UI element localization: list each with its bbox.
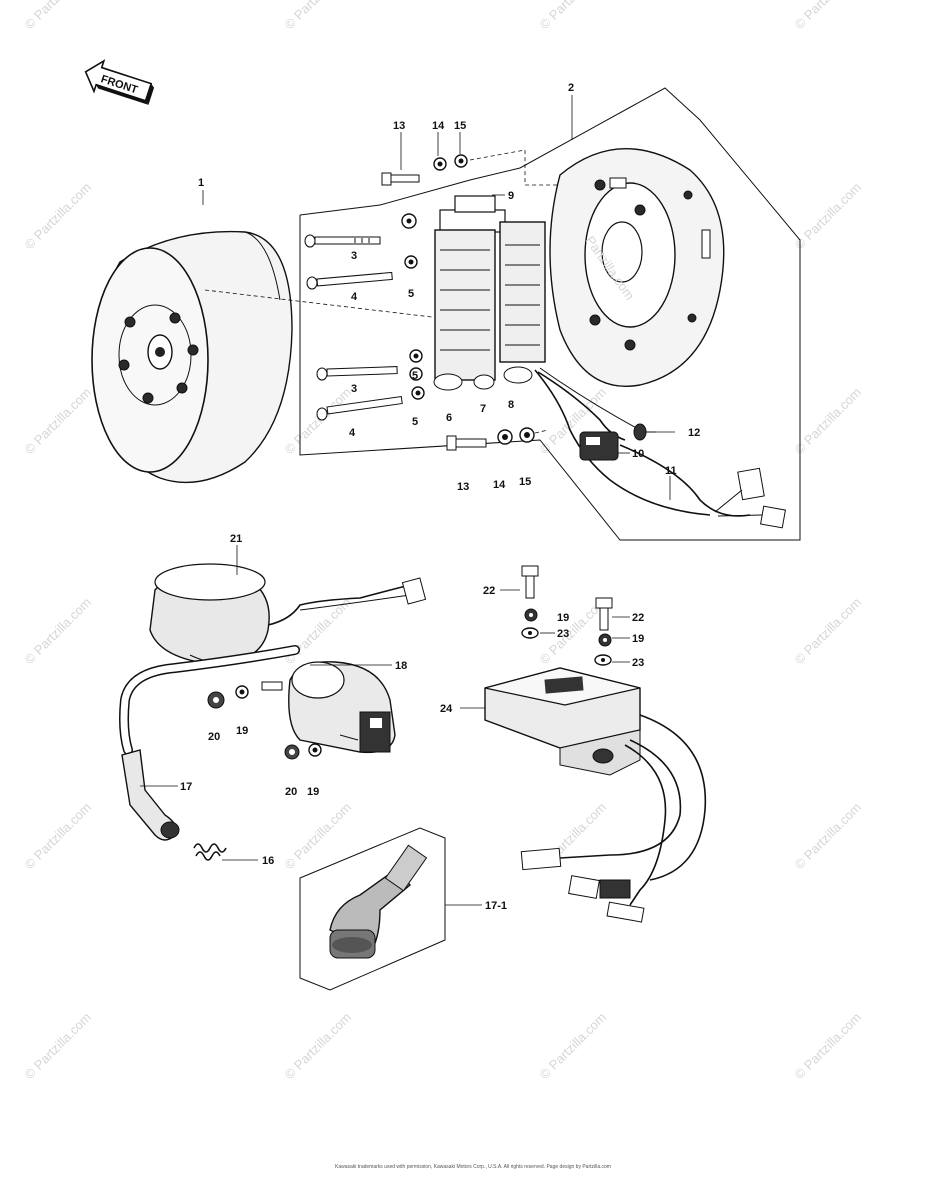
callout-17: 17 [180,781,192,793]
callout-14: 14 [432,120,445,132]
callout-19: 19 [557,612,569,624]
leader-lines [140,95,675,906]
watermark: © Partzilla.com [792,0,865,32]
stator-group-frame [299,87,801,541]
top-screw-set [381,149,560,186]
callout-6: 6 [446,412,452,424]
callout-15: 15 [454,120,466,132]
callout-12: 12 [688,427,700,439]
flywheel-rotor [91,230,441,484]
charging-coils [433,195,711,516]
watermark: © Partzilla.com [22,595,95,668]
callout-20: 20 [285,786,297,798]
callout-4: 4 [351,291,358,303]
callout-11: 11 [665,465,677,477]
cdi-unit [484,667,707,923]
high-tension-lead [119,645,300,841]
watermark: © Partzilla.com [537,0,610,32]
callout-2: 2 [568,82,574,94]
callout-19: 19 [236,725,248,737]
grommet-and-harness [579,423,786,529]
callout-13: 13 [393,120,405,132]
watermark: © Partzilla.com [537,1010,610,1083]
watermark: © Partzilla.com [22,385,95,458]
watermark: © Partzilla.com [792,800,865,873]
callout-21: 21 [230,533,242,545]
callout-5: 5 [412,416,418,428]
watermark: © Partzilla.com [22,800,95,873]
copyright-footer: Kawasaki trademarks used with permission… [335,1164,611,1170]
spring-clip [193,843,227,861]
stator-plate: Partzilla.com [549,147,725,387]
watermark: © Partzilla.com [22,0,95,32]
callout-7: 7 [480,403,486,415]
watermark: © Partzilla.com [792,180,865,253]
callout-9: 9 [508,190,514,202]
callout-labels: 1 2 3 3 4 4 5 5 5 6 7 8 9 10 11 12 13 13… [180,82,700,912]
watermark: © Partzilla.com [792,595,865,668]
front-arrow-icon: FRONT [84,59,155,105]
callout-10: 10 [632,448,644,460]
callout-18: 18 [395,660,407,672]
callout-20: 20 [208,731,220,743]
watermark: © Partzilla.com [792,1010,865,1083]
callout-1: 1 [198,177,204,189]
callout-19: 19 [632,633,644,645]
callout-14: 14 [493,479,506,491]
coil-screws [304,213,425,421]
callout-13: 13 [457,481,469,493]
watermark: © Partzilla.com [282,0,355,32]
watermark: © Partzilla.com [22,180,95,253]
watermark: © Partzilla.com [282,595,355,668]
callout-22: 22 [483,585,495,597]
callout-19: 19 [307,786,319,798]
callout-8: 8 [508,399,514,411]
cdi-fasteners [521,565,613,666]
watermark: © Partzilla.com [22,1010,95,1083]
callout-4: 4 [349,427,356,439]
callout-17-1: 17-1 [485,900,507,912]
callout-5: 5 [412,370,418,382]
ignition-coil [261,661,396,754]
spark-plug-cap-assembly [329,844,428,959]
bottom-screw-set [446,427,549,451]
callout-5: 5 [408,288,414,300]
coil-nuts [207,685,322,760]
watermark: © Partzilla.com [282,1010,355,1083]
callout-15: 15 [519,476,531,488]
callout-16: 16 [262,855,274,867]
plug-cap-frame [299,827,446,991]
pulser-coil [149,563,427,666]
watermark: © Partzilla.com [282,800,355,873]
callout-24: 24 [440,703,453,715]
watermark: © Partzilla.com [792,385,865,458]
callout-22: 22 [632,612,644,624]
callout-3: 3 [351,383,357,395]
callout-23: 23 [632,657,644,669]
callout-23: 23 [557,628,569,640]
callout-3: 3 [351,250,357,262]
watermark: © Partzilla.com [282,385,355,458]
